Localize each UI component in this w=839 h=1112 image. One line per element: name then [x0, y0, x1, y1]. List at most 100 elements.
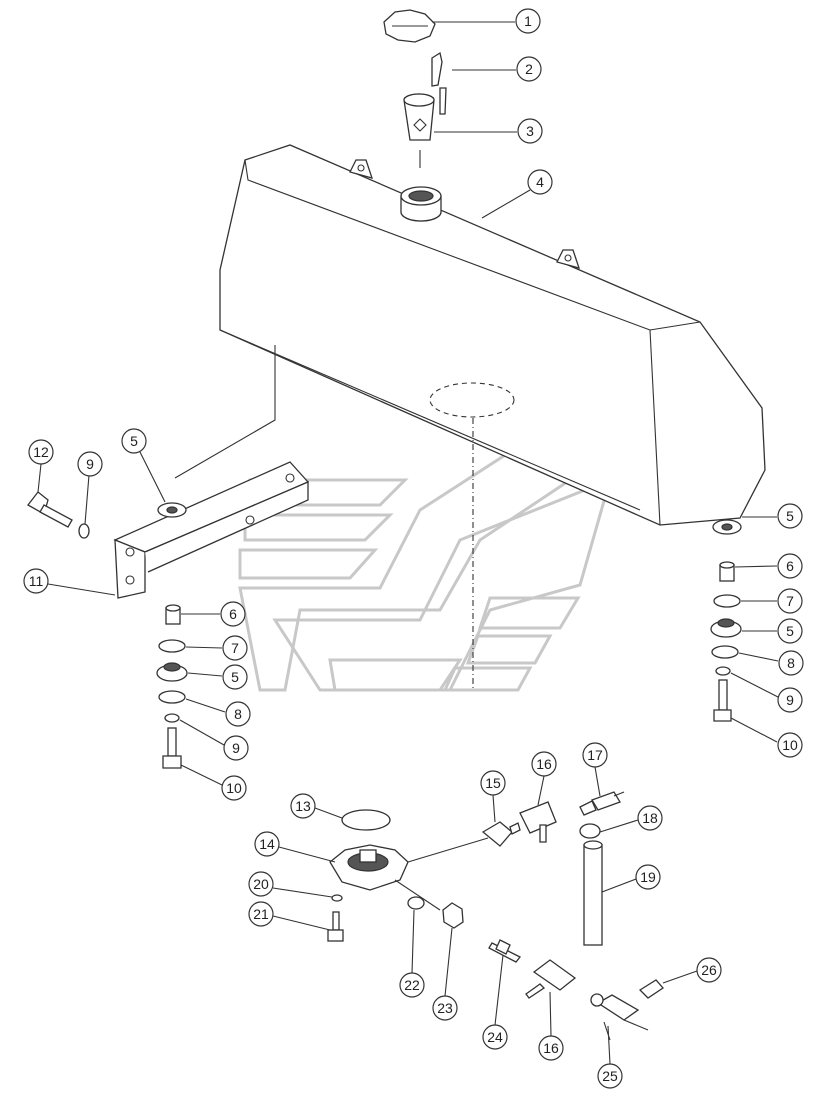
rubber-mount-upper-left [157, 502, 187, 518]
lock-washer-right [715, 666, 731, 676]
disc-22 [407, 896, 425, 910]
collar-right [719, 561, 735, 582]
callout-5-right-lower: 5 [742, 618, 803, 644]
elbow-16-upper [519, 801, 557, 843]
callout-24-label: 24 [487, 1029, 503, 1045]
filler-neck [400, 186, 442, 222]
callout-21-label: 21 [253, 906, 269, 922]
callout-9-top-label: 9 [86, 456, 94, 472]
suction-flange [329, 837, 489, 911]
lock-washer-left [164, 713, 180, 723]
callout-11: 11 [23, 568, 116, 596]
filler-strainer [403, 93, 435, 168]
callout-7-right: 7 [741, 588, 803, 614]
callout-6-left: 6 [181, 601, 246, 627]
callout-9-top: 9 [77, 451, 103, 525]
tank-lifting-lug-left [349, 159, 374, 179]
callout-23-label: 23 [437, 1000, 453, 1016]
bolt-right [713, 679, 732, 722]
callout-6-left-label: 6 [229, 606, 237, 622]
callout-7-left-label: 7 [231, 640, 239, 656]
callout-5-right-upper: 5 [742, 503, 803, 529]
callout-17: 17 [582, 742, 608, 797]
fitting-26 [638, 979, 664, 999]
callout-16-upper-label: 16 [536, 756, 552, 772]
watermark-logo [238, 364, 644, 692]
callout-11-label: 11 [29, 573, 44, 589]
callout-16-lower: 16 [538, 991, 564, 1061]
callout-20: 20 [248, 871, 333, 898]
nut-23 [442, 902, 464, 929]
callout-7-right-label: 7 [786, 593, 794, 609]
callout-22: 22 [399, 909, 425, 998]
callout-4: 4 [481, 169, 553, 219]
callout-9-left-label: 9 [232, 740, 240, 756]
callout-19-label: 19 [640, 869, 656, 885]
mounting-bracket [113, 345, 310, 599]
callout-9-left: 9 [179, 719, 249, 761]
callout-5-left-lower-label: 5 [231, 669, 239, 685]
callout-26: 26 [662, 957, 722, 984]
callout-14-label: 14 [259, 836, 275, 852]
bolt-12 [27, 491, 73, 528]
tee-17 [579, 791, 625, 816]
callout-12: 12 [28, 439, 54, 493]
washer-9-top [78, 523, 90, 539]
rubber-mount-lower-right [710, 618, 742, 638]
callout-1-label: 1 [524, 13, 532, 29]
clamp-18 [579, 823, 601, 839]
fitting-15 [481, 821, 521, 847]
callout-22-label: 22 [404, 977, 420, 993]
washer-left-7 [158, 639, 186, 653]
callout-18: 18 [599, 805, 663, 833]
callout-20-label: 20 [253, 876, 269, 892]
callout-19: 19 [601, 864, 661, 893]
callout-12-label: 12 [33, 444, 49, 460]
callout-10-left-label: 10 [226, 780, 242, 796]
callout-23: 23 [432, 927, 458, 1021]
screw-21 [327, 911, 344, 942]
callout-2: 2 [452, 56, 542, 82]
callout-15: 15 [480, 770, 506, 823]
callout-5-left-lower: 5 [187, 664, 248, 690]
callout-16-lower-label: 16 [543, 1040, 559, 1056]
fitting-24 [488, 939, 522, 963]
callout-2-label: 2 [525, 61, 533, 77]
callout-25: 25 [597, 1025, 623, 1089]
callout-16-upper: 16 [531, 751, 557, 806]
callout-10-left: 10 [180, 764, 247, 801]
callout-10-right: 10 [730, 717, 803, 758]
callout-9-right-label: 9 [786, 692, 794, 708]
bolt-left [162, 727, 182, 769]
washer-right-7 [713, 594, 741, 608]
elbow-16-lower [525, 959, 577, 999]
callout-5-left: 5 [121, 428, 166, 503]
fuel-tank [219, 144, 766, 690]
callout-17-label: 17 [587, 747, 603, 763]
callout-5-right-lower-label: 5 [786, 623, 794, 639]
callout-3: 3 [434, 118, 543, 144]
hose-19 [583, 840, 603, 946]
callout-8-right-label: 8 [787, 655, 795, 671]
callout-13-label: 13 [295, 798, 311, 814]
callout-6-right: 6 [734, 553, 803, 579]
callout-8-left-label: 8 [234, 706, 242, 722]
callout-7-left: 7 [185, 635, 248, 661]
callout-8-right: 8 [738, 650, 804, 676]
callout-1: 1 [432, 8, 541, 34]
callout-5-right-upper-label: 5 [786, 508, 794, 524]
callout-10-right-label: 10 [782, 737, 798, 753]
callout-6-right-label: 6 [786, 558, 794, 574]
callout-21: 21 [248, 901, 331, 931]
callout-25-label: 25 [602, 1068, 618, 1084]
washer-20 [331, 894, 343, 902]
gasket [341, 809, 391, 831]
callout-4-label: 4 [536, 174, 544, 190]
filler-cap [383, 9, 436, 43]
callout-13: 13 [290, 793, 343, 819]
callout-14: 14 [254, 831, 336, 863]
dipstick [431, 51, 447, 115]
callout-3-label: 3 [526, 123, 534, 139]
callout-15-label: 15 [485, 775, 501, 791]
